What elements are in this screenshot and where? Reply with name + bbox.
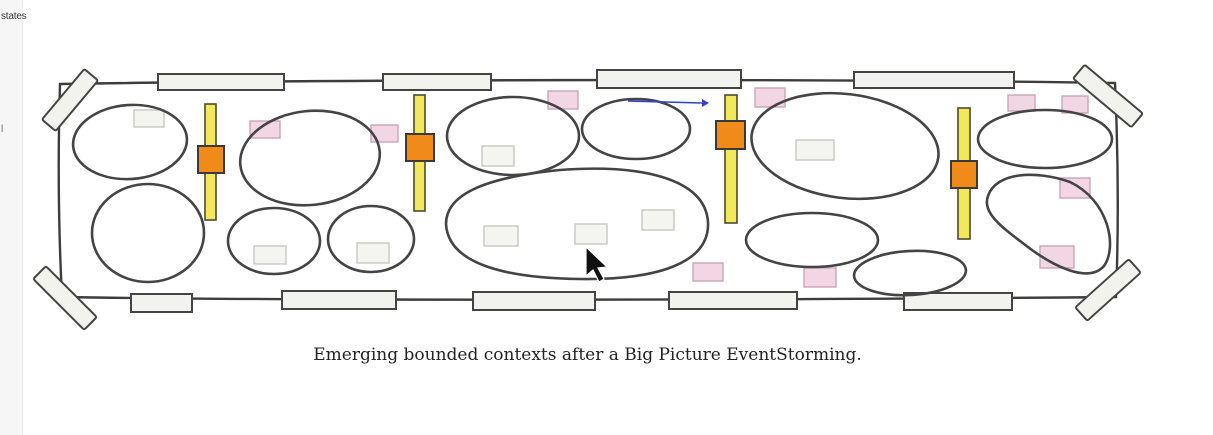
corner-tape-top-right: [1072, 64, 1144, 128]
corner-tape-top-left: [41, 68, 99, 132]
corner-tape-bottom-right: [1075, 259, 1141, 321]
corner-tape-bottom-left: [33, 266, 97, 330]
bounded-context: [226, 206, 322, 276]
event-note: [356, 242, 390, 264]
process-square: [950, 160, 978, 189]
arrow-icon: [627, 99, 709, 107]
pivotal-event-top-2: [382, 73, 492, 91]
bounded-context: [90, 182, 206, 284]
process-square: [405, 133, 435, 162]
process-square: [197, 145, 225, 174]
bounded-context: [852, 249, 968, 297]
pivotal-event-top-4: [853, 71, 1015, 89]
event-note: [795, 139, 835, 161]
pink-note: [370, 124, 399, 143]
pink-note: [692, 262, 724, 282]
pivotal-event-bottom-3: [472, 291, 596, 311]
bounded-context: [985, 173, 1112, 275]
bounded-context: [750, 91, 940, 201]
bounded-context: [445, 95, 581, 177]
event-note: [481, 145, 515, 167]
pivotal-event-bottom-4: [668, 291, 798, 310]
mouse-pointer-icon: [585, 245, 609, 283]
pink-note: [547, 90, 579, 110]
corner-label: states: [1, 11, 27, 22]
event-note: [133, 109, 165, 128]
pink-note: [803, 267, 837, 288]
pink-note: [754, 87, 786, 108]
pink-note: [249, 120, 281, 139]
pivotal-event-bottom-2: [281, 290, 397, 310]
bounded-context: [444, 167, 710, 281]
rail-tick: l: [1, 124, 4, 135]
swimlane-bar: [724, 94, 738, 224]
pink-note: [1007, 94, 1036, 112]
bounded-context: [326, 204, 416, 274]
event-note: [483, 225, 519, 247]
pivotal-event-top-3: [596, 69, 742, 89]
pivotal-event-bottom-5: [903, 292, 1013, 311]
pivotal-event-bottom-1: [130, 293, 193, 313]
bounded-context: [744, 211, 880, 269]
event-note: [574, 223, 608, 245]
process-square: [715, 120, 746, 150]
bounded-context: [71, 103, 189, 181]
event-note: [253, 245, 287, 265]
bounded-context: [976, 108, 1114, 170]
left-rail: [0, 0, 23, 435]
event-note: [641, 209, 675, 231]
figure-caption: Emerging bounded contexts after a Big Pi…: [313, 345, 862, 365]
pivotal-event-top-1: [157, 73, 285, 91]
pink-note: [1059, 177, 1091, 199]
bounded-context: [580, 97, 692, 161]
bounded-context: [238, 109, 382, 207]
